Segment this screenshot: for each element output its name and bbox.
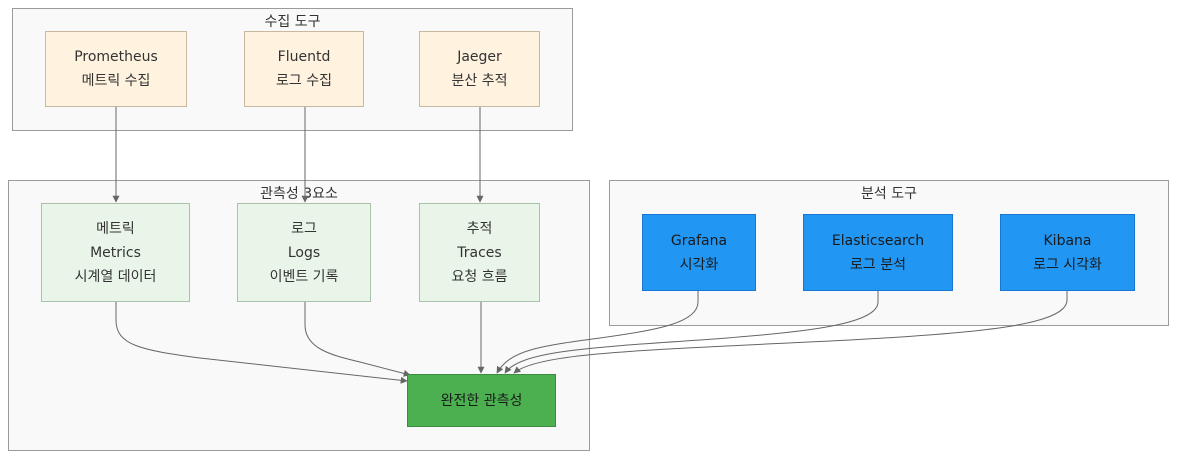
node-sublabel: 로그 시각화 (1033, 256, 1102, 273)
node-sublabel: 분산 추적 (451, 73, 508, 89)
node-label-en: Logs (287, 244, 321, 261)
node-sublabel: 요청 흐름 (451, 268, 508, 285)
edge-elasticsearch-complete (504, 291, 879, 374)
node-sublabel: 시각화 (679, 256, 719, 273)
node-sublabel: 메트릭 수집 (81, 73, 151, 89)
node-label: 완전한 관측성 (440, 392, 523, 409)
cluster-title: 분석 도구 (861, 186, 917, 202)
node-fluentd: Fluentd 로그 수집 (244, 31, 364, 107)
node-jaeger: Jaeger 분산 추적 (419, 31, 540, 107)
node-grafana: Grafana 시각화 (642, 214, 756, 291)
node-logs: 로그 Logs 이벤트 기록 (237, 203, 371, 302)
node-label: Grafana (670, 232, 728, 249)
cluster-title: 관측성 3요소 (260, 186, 338, 202)
node-label: 추적 (466, 220, 493, 237)
node-label-en: Metrics (90, 244, 141, 261)
node-sublabel: 시계열 데이터 (74, 268, 157, 285)
node-metrics: 메트릭 Metrics 시계열 데이터 (41, 203, 190, 302)
edge-metrics-complete (115, 302, 408, 384)
cluster-title: 수집 도구 (264, 14, 321, 30)
node-sublabel: 로그 분석 (850, 256, 906, 273)
node-complete-observability: 완전한 관측성 (407, 374, 556, 427)
node-kibana: Kibana 로그 시각화 (1000, 214, 1135, 291)
node-elasticsearch: Elasticsearch 로그 분석 (803, 214, 953, 291)
node-label: Prometheus (74, 49, 158, 65)
node-label: Elasticsearch (831, 232, 925, 249)
node-label: Fluentd (277, 49, 331, 65)
node-traces: 추적 Traces 요청 흐름 (419, 203, 540, 302)
node-sublabel: 로그 수집 (276, 73, 332, 89)
node-sublabel: 이벤트 기록 (269, 268, 339, 285)
edge-grafana-complete (496, 291, 699, 374)
node-label: Kibana (1043, 232, 1092, 249)
node-prometheus: Prometheus 메트릭 수집 (45, 31, 187, 107)
edge-logs-complete (304, 302, 411, 377)
edge-kibana-complete (513, 291, 1068, 374)
node-label: Jaeger (457, 49, 502, 65)
node-label-en: Traces (457, 244, 502, 261)
node-label: 로그 (291, 220, 317, 237)
node-label: 메트릭 (96, 220, 135, 237)
